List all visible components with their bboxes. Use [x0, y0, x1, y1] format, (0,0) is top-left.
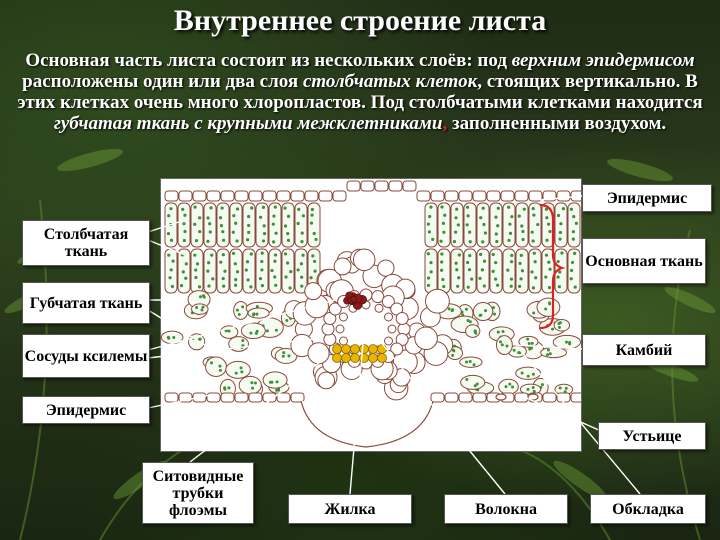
- leader-line: [148, 338, 322, 358]
- label-cambium: Камбий: [582, 334, 706, 366]
- label-palisade-tissue: Столбчатая ткань: [22, 220, 150, 266]
- label-epidermis-bottom: Эпидермис: [22, 396, 150, 424]
- leader-line: [148, 395, 210, 408]
- label-epidermis-top: Эпидермис: [582, 184, 712, 212]
- label-bundle-sheath: Обкладка: [590, 494, 706, 524]
- leader-line: [148, 220, 185, 232]
- leader-line: [148, 240, 185, 255]
- leader-line: [515, 345, 582, 349]
- leader-line: [350, 320, 365, 494]
- label-stomata: Устьице: [598, 422, 706, 450]
- leader-line: [375, 335, 505, 494]
- label-main-tissue: Основная ткань: [582, 238, 706, 284]
- leader-line: [190, 362, 320, 462]
- leader-line: [148, 300, 335, 350]
- label-vein: Жилка: [288, 494, 412, 524]
- red-brace: [540, 205, 562, 328]
- label-spongy-tissue: Губчатая ткань: [22, 282, 150, 324]
- leader-line: [520, 395, 610, 435]
- label-xylem-vessels: Сосуды ксилемы: [22, 334, 150, 378]
- leader-line: [540, 196, 582, 200]
- leader-line: [148, 310, 205, 345]
- label-fibers: Волокна: [444, 494, 568, 524]
- label-phloem-sieve-tubes: Ситовидные трубки флоэмы: [142, 462, 254, 524]
